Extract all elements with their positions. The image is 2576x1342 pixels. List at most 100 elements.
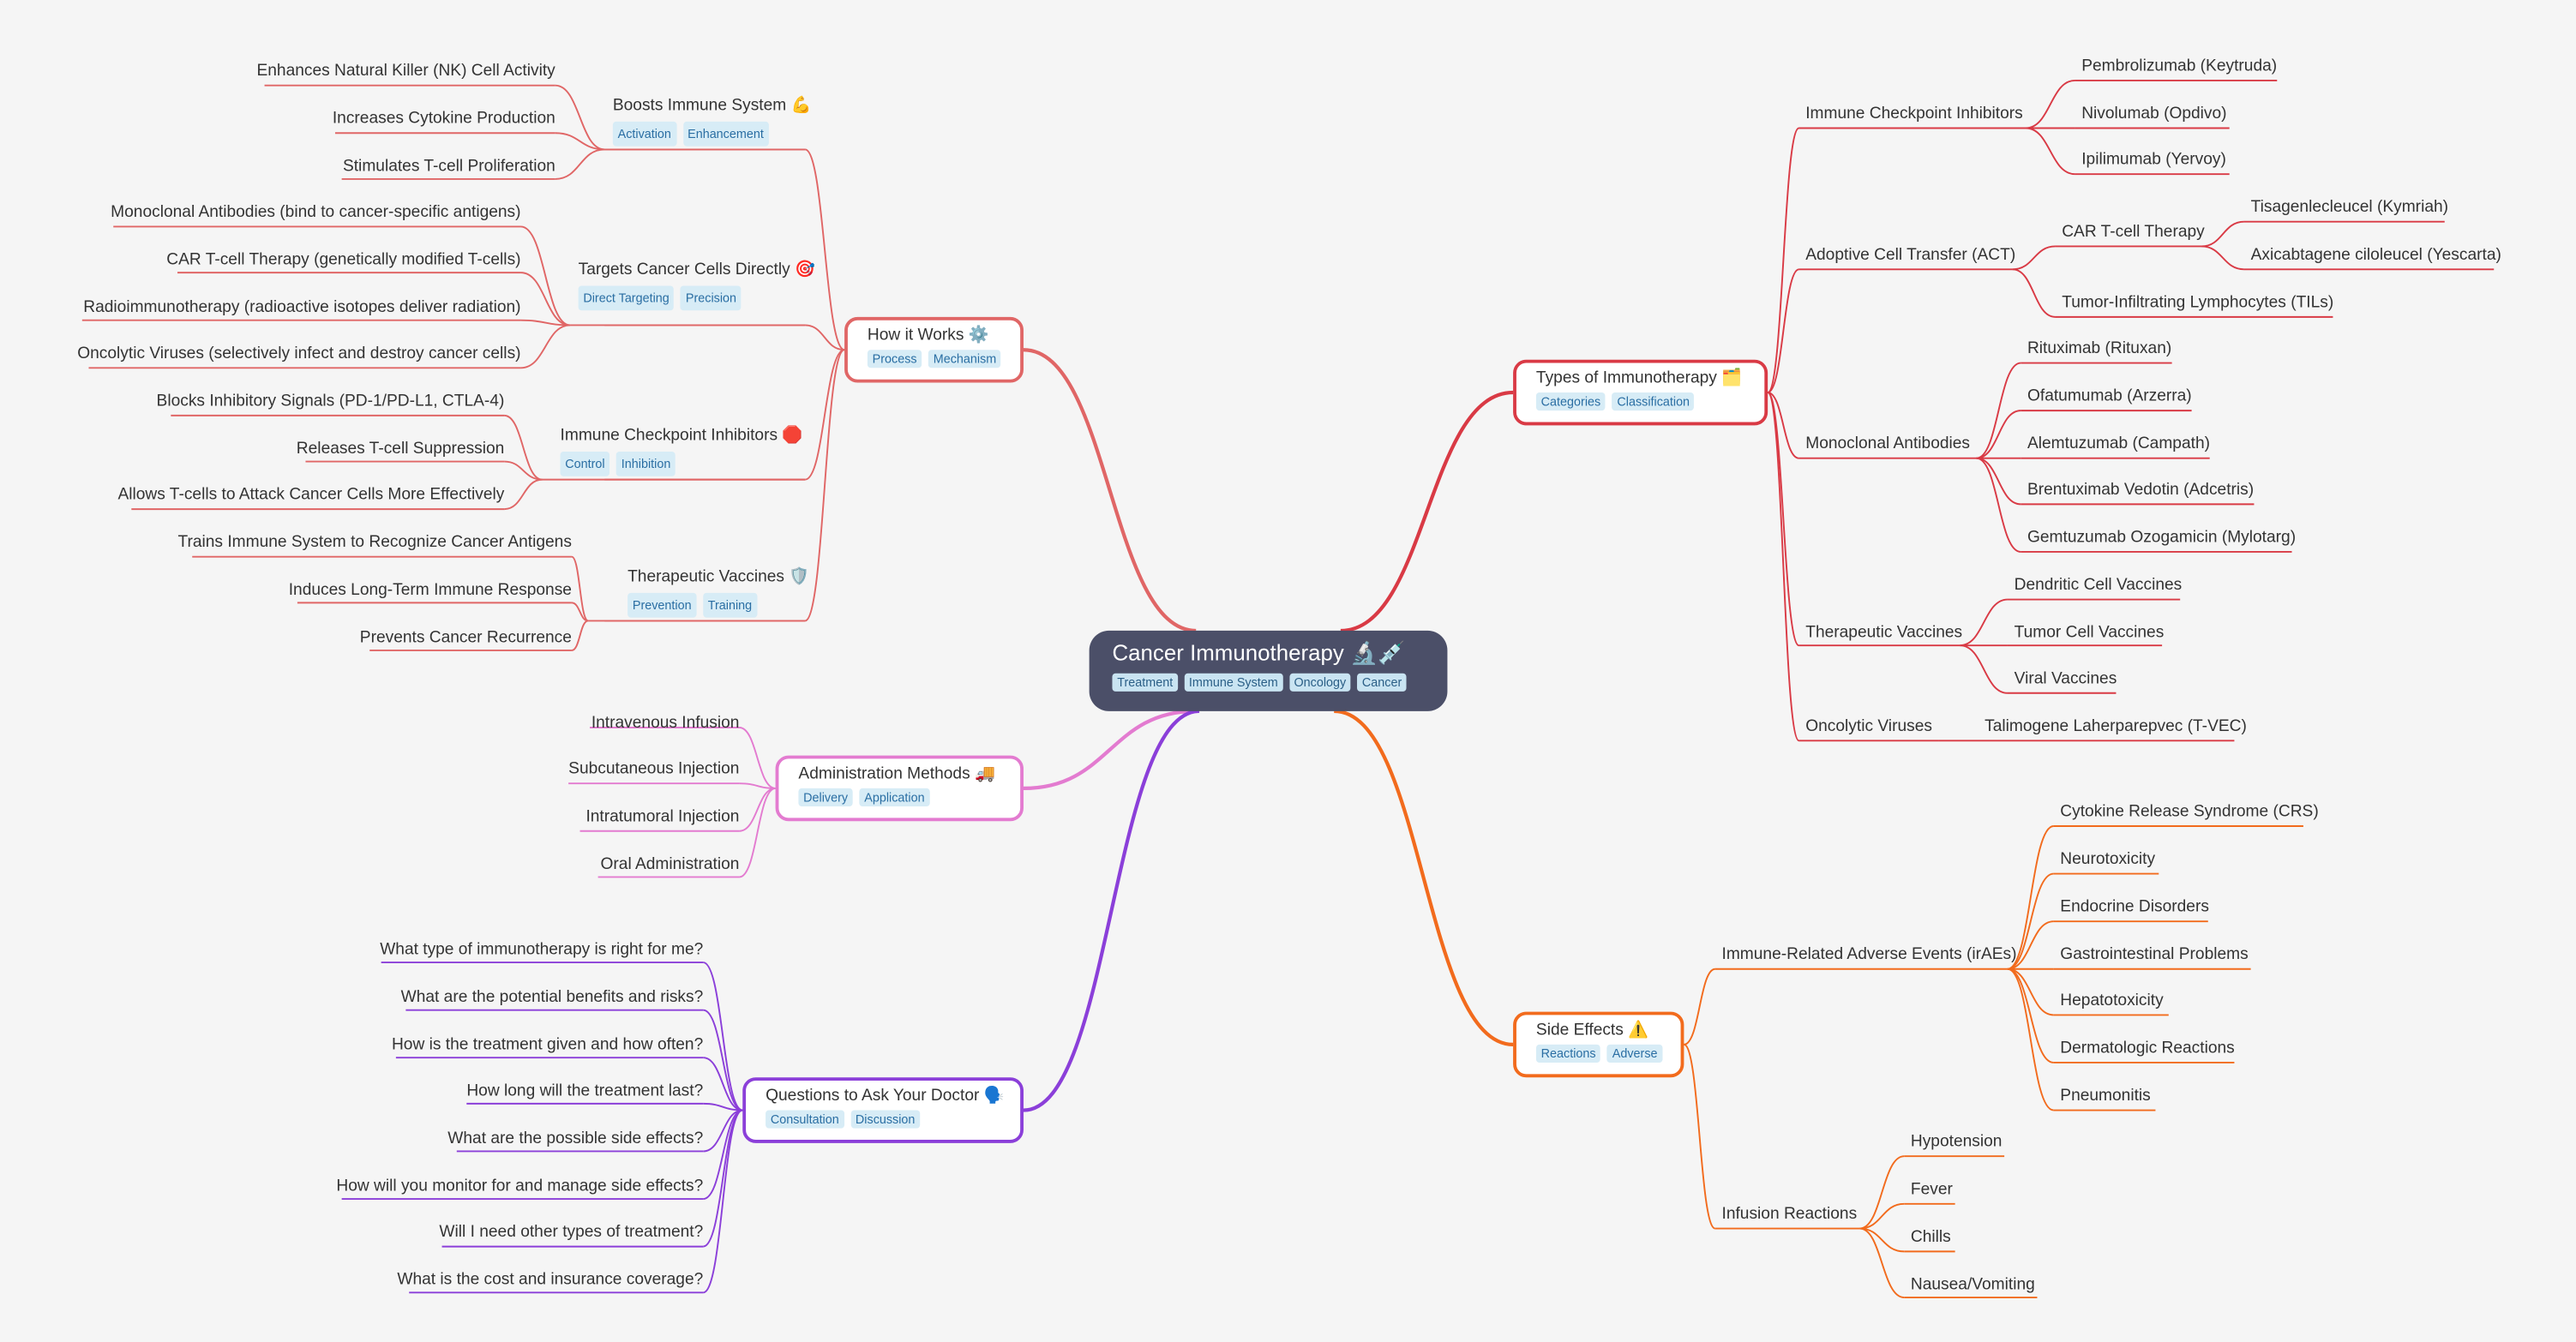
tag: Reactions: [1535, 1044, 1601, 1063]
leaf-oral[interactable]: Oral Administration: [600, 855, 740, 874]
leaf-crs[interactable]: Cytokine Release Syndrome (CRS): [2060, 803, 2319, 822]
leaf-rituximab[interactable]: Rituximab (Rituxan): [2027, 339, 2172, 358]
leaf-dermatologic[interactable]: Dermatologic Reactions: [2060, 1039, 2235, 1058]
leaf-intravenous[interactable]: Intravenous Infusion: [591, 714, 740, 733]
branch-title: Questions to Ask Your Doctor 🗣️: [766, 1087, 1005, 1105]
subnode-monoclonal-antibodies[interactable]: Monoclonal Antibodies: [1805, 434, 1971, 453]
subnode-infusion-reactions[interactable]: Infusion Reactions: [1721, 1205, 1858, 1224]
subnode-checkpoint-inhibitors[interactable]: Immune Checkpoint Inhibitors: [1805, 105, 2023, 123]
leaf-intratumoral[interactable]: Intratumoral Injection: [585, 807, 740, 826]
leaf-question[interactable]: What are the potential benefits and risk…: [400, 988, 704, 1007]
connector-curve: [1859, 1227, 1905, 1253]
branch-tags: Reactions Adverse: [1535, 1044, 1663, 1063]
leaf-question[interactable]: What type of immunotherapy is right for …: [380, 941, 704, 960]
leaf-brentuximab[interactable]: Brentuximab Vedotin (Adcetris): [2027, 481, 2255, 500]
leaf-nk-cell[interactable]: Enhances Natural Killer (NK) Cell Activi…: [256, 62, 555, 81]
connector-curve: [1976, 457, 2021, 553]
leaf-blocks-inhibitory[interactable]: Blocks Inhibitory Signals (PD-1/PD-L1, C…: [156, 392, 505, 411]
root-tag-treatment: Treatment: [1112, 673, 1178, 692]
connector-curve: [2201, 220, 2244, 248]
leaf-long-term[interactable]: Induces Long-Term Immune Response: [288, 581, 572, 600]
connector-curve: [555, 148, 605, 180]
leaf-recurrence[interactable]: Prevents Cancer Recurrence: [359, 629, 572, 648]
connector-curve: [739, 787, 776, 878]
branch-side-effects[interactable]: Side Effects ⚠️ Reactions Adverse: [1513, 1011, 1684, 1078]
leaf-neurotoxicity[interactable]: Neurotoxicity: [2060, 850, 2156, 869]
connector-curve: [703, 1057, 743, 1111]
leaf-chills[interactable]: Chills: [1910, 1228, 1951, 1247]
leaf-question[interactable]: How will you monitor for and manage side…: [336, 1177, 704, 1196]
connector-curve: [804, 349, 845, 481]
leaf-axicabtagene[interactable]: Axicabtagene ciloleucel (Yescarta): [2250, 246, 2501, 265]
subnode-targets-cancer-cells[interactable]: Targets Cancer Cells Directly 🎯 Direct T…: [578, 260, 815, 311]
connector-curve: [1960, 644, 2009, 694]
leaf-hepatotoxicity[interactable]: Hepatotoxicity: [2060, 992, 2164, 1010]
connector-curve: [804, 349, 845, 622]
branch-types[interactable]: Types of Immunotherapy 🗂️ Categories Cla…: [1513, 359, 1768, 426]
subnode-tags: Direct Targeting Precision: [578, 285, 815, 311]
leaf-gastrointestinal[interactable]: Gastrointestinal Problems: [2060, 945, 2249, 964]
branch-title: Side Effects ⚠️: [1535, 1021, 1649, 1040]
leaf-ofatumumab[interactable]: Ofatumumab (Arzerra): [2027, 387, 2192, 406]
leaf-question[interactable]: What are the possible side effects?: [447, 1129, 704, 1148]
leaf-tumor-cell[interactable]: Tumor Cell Vaccines: [2014, 624, 2165, 643]
branch-tags: Process Mechanism: [867, 350, 1002, 368]
leaf-question[interactable]: What is the cost and insurance coverage?: [397, 1271, 704, 1290]
tag: Application: [859, 788, 930, 807]
leaf-allows-t-cells[interactable]: Allows T-cells to Attack Cancer Cells Mo…: [117, 486, 505, 505]
branch-how-it-works[interactable]: How it Works ⚙️ Process Mechanism: [844, 316, 1024, 383]
leaf-t-vec[interactable]: Talimogene Laherparepvec (T-VEC): [1985, 717, 2247, 736]
root-node[interactable]: Cancer Immunotherapy 🔬💉 Treatment Immune…: [1089, 630, 1448, 711]
subnode-boosts-immune-system[interactable]: Boosts Immune System 💪 Activation Enhanc…: [612, 95, 811, 147]
leaf-subcutaneous[interactable]: Subcutaneous Injection: [568, 760, 740, 779]
subnode-immune-checkpoint-inhibitors[interactable]: Immune Checkpoint Inhibitors 🛑 Control I…: [560, 425, 802, 476]
leaf-pneumonitis[interactable]: Pneumonitis: [2060, 1087, 2151, 1105]
connector-curve: [703, 1109, 743, 1201]
connector-curve: [571, 555, 590, 622]
leaf-dendritic[interactable]: Dendritic Cell Vaccines: [2014, 576, 2183, 595]
leaf-releases-t-cell[interactable]: Releases T-cell Suppression: [296, 440, 505, 458]
connector-curve: [1340, 390, 1514, 633]
leaf-monoclonal[interactable]: Monoclonal Antibodies (bind to cancer-sp…: [111, 203, 521, 222]
subnode-therapeutic-vaccines[interactable]: Therapeutic Vaccines 🛡️ Prevention Train…: [627, 566, 809, 618]
leaf-gemtuzumab[interactable]: Gemtuzumab Ozogamicin (Mylotarg): [2027, 529, 2297, 548]
connector-curve: [520, 225, 571, 327]
tag: Prevention: [627, 592, 697, 618]
subnode-tags: Prevention Training: [627, 592, 809, 618]
leaf-endocrine[interactable]: Endocrine Disorders: [2060, 898, 2209, 917]
leaf-oncolytic[interactable]: Oncolytic Viruses (selectively infect an…: [77, 344, 521, 363]
leaf-nivolumab[interactable]: Nivolumab (Opdivo): [2081, 105, 2227, 123]
leaf-viral[interactable]: Viral Vaccines: [2014, 669, 2117, 689]
leaf-ipilimumab[interactable]: Ipilimumab (Yervoy): [2081, 151, 2226, 170]
subnode-iraes[interactable]: Immune-Related Adverse Events (irAEs): [1721, 945, 2017, 964]
tag: Adverse: [1607, 1044, 1663, 1063]
connector-curve: [1859, 1202, 1905, 1230]
branch-questions[interactable]: Questions to Ask Your Doctor 🗣️ Consulta…: [742, 1077, 1024, 1143]
leaf-question[interactable]: How is the treatment given and how often…: [391, 1036, 704, 1055]
leaf-nausea[interactable]: Nausea/Vomiting: [1910, 1276, 2035, 1295]
leaf-question[interactable]: Will I need other types of treatment?: [439, 1223, 704, 1242]
leaf-fever[interactable]: Fever: [1910, 1180, 1953, 1200]
connector-curve: [555, 132, 605, 151]
subnode-act[interactable]: Adoptive Cell Transfer (ACT): [1805, 246, 2016, 265]
leaf-alemtuzumab[interactable]: Alemtuzumab (Campath): [2027, 434, 2210, 453]
leaf-radioimmunotherapy[interactable]: Radioimmunotherapy (radioactive isotopes…: [83, 298, 521, 317]
leaf-t-cell-proliferation[interactable]: Stimulates T-cell Proliferation: [342, 157, 555, 177]
leaf-pembrolizumab[interactable]: Pembrolizumab (Keytruda): [2081, 57, 2278, 76]
leaf-trains-immune[interactable]: Trains Immune System to Recognize Cancer…: [177, 533, 572, 552]
leaf-hypotension[interactable]: Hypotension: [1910, 1133, 2003, 1152]
leaf-car-t[interactable]: CAR T-cell Therapy (genetically modified…: [166, 251, 521, 270]
tag: Precision: [681, 285, 742, 311]
leaf-question[interactable]: How long will the treatment last?: [466, 1081, 704, 1101]
connector-curve: [520, 272, 571, 327]
branch-tags: Delivery Application: [798, 788, 1000, 807]
subnode-therapeutic-vaccines[interactable]: Therapeutic Vaccines: [1805, 624, 1963, 643]
leaf-cytokine[interactable]: Increases Cytokine Production: [332, 110, 555, 129]
branch-administration-methods[interactable]: Administration Methods 🚚 Delivery Applic…: [775, 755, 1024, 822]
subnode-oncolytic-viruses[interactable]: Oncolytic Viruses: [1805, 717, 1932, 736]
connector-curve: [504, 460, 543, 481]
leaf-tisagenlecleucel[interactable]: Tisagenlecleucel (Kymriah): [2250, 198, 2449, 217]
leaf-tils[interactable]: Tumor-Infiltrating Lymphocytes (TILs): [2062, 294, 2334, 313]
subnode-car-t[interactable]: CAR T-cell Therapy: [2062, 223, 2205, 242]
